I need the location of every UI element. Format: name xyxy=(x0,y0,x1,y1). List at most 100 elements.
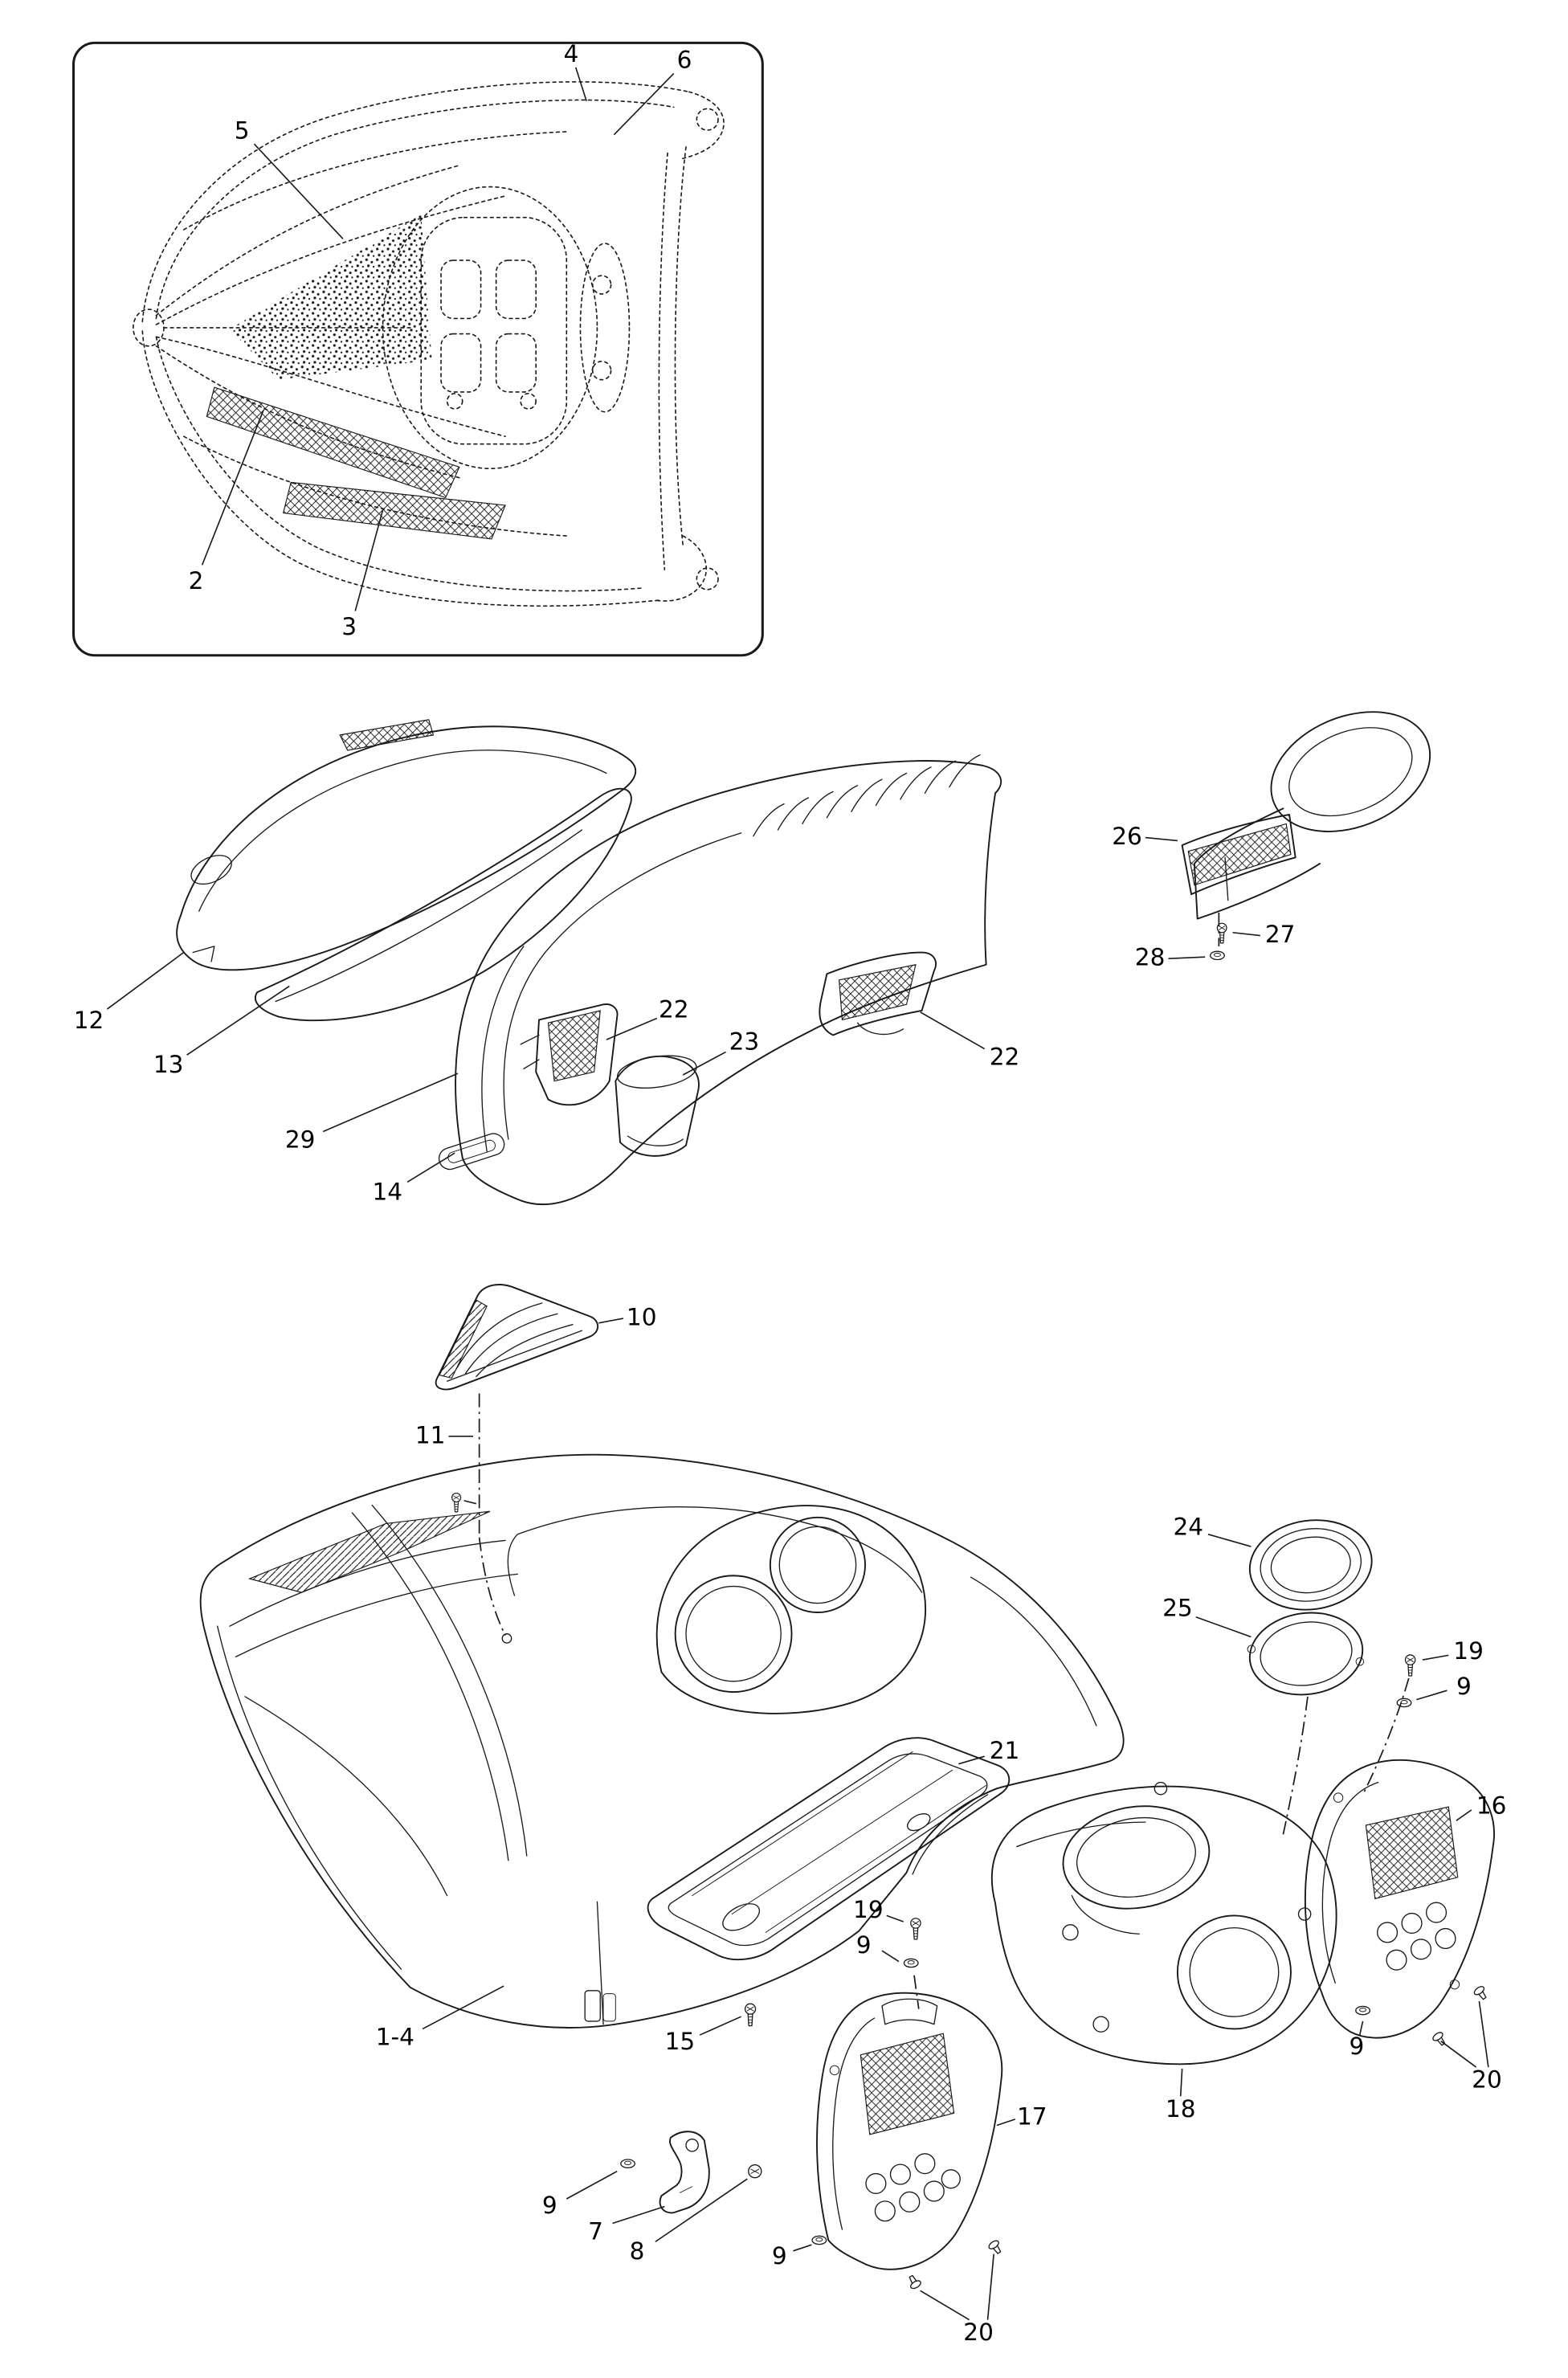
inset-top-view xyxy=(71,41,764,657)
leader-line xyxy=(881,1950,900,1963)
leader-line xyxy=(1416,1690,1448,1701)
assembly-axis-line xyxy=(1282,1696,1309,1835)
leader-line xyxy=(1145,836,1178,842)
leader-line xyxy=(986,2253,994,2320)
callout-label-5: 5 xyxy=(235,116,250,144)
callout-label-29: 29 xyxy=(285,1126,316,1153)
washer-icon xyxy=(1355,2005,1370,2016)
callout-label-11: 11 xyxy=(415,1421,446,1448)
callout-label-12: 12 xyxy=(74,1007,104,1034)
callouts: 4 6 5 2 3 12 13 29 14 22 23 22 26 27 28 … xyxy=(74,40,1507,2346)
leader-line xyxy=(322,1073,459,1133)
callout-label-8: 8 xyxy=(630,2237,645,2265)
callout-label-1-4: 1-4 xyxy=(376,2023,414,2050)
front-cover-panel-12 xyxy=(176,719,637,971)
retainer-ring-24 xyxy=(1248,1519,1373,1611)
screw-icon xyxy=(451,1492,462,1513)
leader-line xyxy=(682,1051,726,1076)
leader-line xyxy=(201,410,264,566)
callout-label-2: 2 xyxy=(189,567,204,594)
foam-pad-area-5 xyxy=(229,214,432,380)
leader-line xyxy=(886,1914,904,1922)
leader-line xyxy=(186,985,290,1056)
leader-line xyxy=(106,951,185,1010)
hood-vent-strip xyxy=(247,1510,491,1593)
callout-label-19: 19 xyxy=(1453,1637,1484,1665)
push-rivet-icon xyxy=(986,2238,1005,2257)
screw-icon xyxy=(744,2003,757,2027)
callout-label-19: 19 xyxy=(853,1896,884,1923)
leader-line xyxy=(920,2290,970,2321)
hull-top-view-outline xyxy=(133,81,725,607)
callout-label-18: 18 xyxy=(1166,2095,1196,2123)
leader-line xyxy=(1440,2041,1477,2068)
push-rivet-icon xyxy=(1472,1984,1490,2003)
leader-line xyxy=(920,1011,986,1050)
callout-label-9: 9 xyxy=(856,1931,872,1959)
vent-22-right xyxy=(819,951,937,1036)
washer-icon xyxy=(811,2235,827,2245)
leader-line xyxy=(612,2205,665,2225)
leader-line xyxy=(613,72,675,136)
leader-line xyxy=(1358,2020,1364,2036)
leader-line xyxy=(1478,2001,1489,2068)
callout-label-14: 14 xyxy=(372,1178,402,1205)
inset-border xyxy=(71,41,764,657)
leader-lines xyxy=(106,67,1489,2321)
leader-line xyxy=(958,1755,985,1765)
speaker-grille xyxy=(1365,1806,1459,1900)
leader-line xyxy=(1422,1654,1449,1661)
washer-icon xyxy=(1210,950,1225,961)
air-funnel-23 xyxy=(615,1055,700,1157)
washer-icon xyxy=(620,2159,635,2168)
traction-strip-3 xyxy=(282,481,506,540)
leader-line xyxy=(1195,1616,1252,1638)
callout-label-21: 21 xyxy=(990,1737,1020,1764)
leader-line xyxy=(1207,1534,1252,1547)
callout-label-10: 10 xyxy=(627,1304,657,1331)
gauge-opening-right xyxy=(769,1516,866,1613)
vent-bracket-22-left xyxy=(520,1003,619,1106)
callout-label-9: 9 xyxy=(542,2192,557,2219)
washer-icon xyxy=(903,1958,919,1968)
corner-grille-10 xyxy=(435,1284,599,1391)
gasket-25 xyxy=(1247,1612,1365,1696)
leader-line xyxy=(1179,2068,1183,2097)
leader-line xyxy=(1456,1809,1472,1821)
vent-slot-lines xyxy=(753,754,981,837)
trim-strip-14 xyxy=(438,1133,505,1171)
leader-line xyxy=(793,2244,812,2252)
screw-icon xyxy=(1404,1654,1416,1677)
leader-line xyxy=(1168,956,1206,959)
callout-label-20: 20 xyxy=(963,2319,994,2346)
traction-strip-2 xyxy=(206,386,460,499)
callout-label-6: 6 xyxy=(677,47,692,74)
leader-line xyxy=(606,1017,658,1040)
leader-line xyxy=(354,509,384,611)
leader-line xyxy=(655,2178,748,2243)
leader-line xyxy=(598,1318,623,1324)
leader-line xyxy=(1232,931,1260,937)
callout-label-9: 9 xyxy=(772,2242,787,2270)
leader-line xyxy=(566,2170,618,2200)
side-panel-17 xyxy=(816,1975,1003,2270)
steering-cover-26 xyxy=(1181,711,1431,946)
callout-label-13: 13 xyxy=(153,1051,184,1078)
leader-line xyxy=(422,1985,504,2030)
leader-line xyxy=(253,143,344,239)
leader-line xyxy=(406,1152,455,1183)
callout-label-15: 15 xyxy=(665,2028,696,2055)
callout-label-9: 9 xyxy=(1350,2033,1365,2060)
callout-label-17: 17 xyxy=(1017,2102,1047,2130)
round-head-screw-icon xyxy=(748,2164,762,2179)
callout-label-22: 22 xyxy=(990,1044,1020,1071)
bracket-7 xyxy=(659,2131,710,2214)
callout-label-20: 20 xyxy=(1472,2066,1502,2094)
callout-label-26: 26 xyxy=(1112,823,1142,850)
gauge-opening-left xyxy=(674,1575,793,1694)
screw-icon xyxy=(910,1918,921,1940)
callout-label-7: 7 xyxy=(588,2217,603,2245)
hood-1-4 xyxy=(199,1453,1125,2029)
